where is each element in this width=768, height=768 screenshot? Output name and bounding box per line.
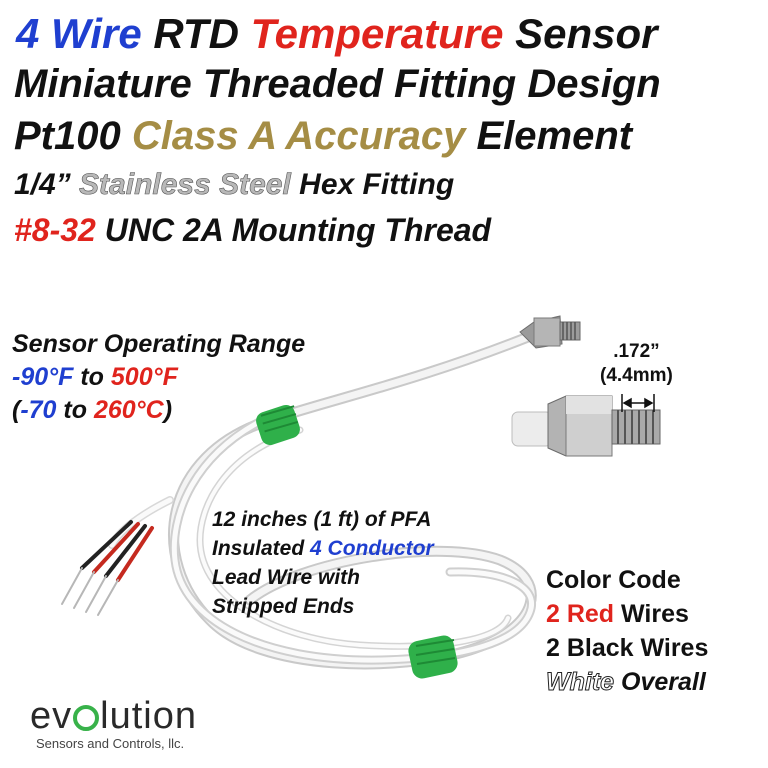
range-c-low: -70 xyxy=(20,396,57,424)
logo-text-pre: ev xyxy=(30,695,73,737)
color-code-red-count: 2 Red xyxy=(546,600,615,628)
logo-o-ring-icon xyxy=(73,705,100,731)
thread-dimension-label: .172” (4.4mm) xyxy=(600,340,673,388)
title-line-3: Pt100 Class A Accuracy Element xyxy=(14,114,632,159)
lead-line-4: Stripped Ends xyxy=(212,595,355,618)
title-class-a-accuracy: Class A Accuracy xyxy=(131,114,466,158)
hex-fitting-small xyxy=(519,315,581,349)
title-rtd: RTD xyxy=(141,10,251,57)
title-line-4: 1/4” Stainless Steel Hex Fitting xyxy=(14,168,454,202)
title-four-wire: 4 Wire xyxy=(16,10,142,57)
green-shrink-band-upper xyxy=(256,404,300,446)
title-line-1: 4 Wire RTD Temperature Sensor xyxy=(16,10,658,58)
lead-line-2: Insulated 4 Conductor xyxy=(212,534,434,563)
logo-wordmark: ev lution xyxy=(30,696,197,736)
hex-fitting-detail xyxy=(511,395,661,457)
title-thread-size: #8-32 xyxy=(14,212,96,248)
range-c-high: 260°C xyxy=(93,396,164,424)
color-code-overall: Overall xyxy=(614,668,706,696)
dimension-inches: .172” xyxy=(613,341,660,362)
title-pt100: Pt100 xyxy=(14,114,132,158)
dimension-arrows xyxy=(621,394,655,412)
lead-line-3: Lead Wire with xyxy=(212,566,360,589)
operating-range: Sensor Operating Range -90°F to 500°F (-… xyxy=(12,328,305,427)
title-quarter-inch: 1/4” xyxy=(14,168,80,201)
color-code-red: 2 Red Wires xyxy=(546,597,708,631)
green-shrink-band-lower xyxy=(408,635,458,679)
lead-wire-coil xyxy=(108,331,537,670)
range-f-low: -90°F xyxy=(12,363,74,391)
color-code-white: White Overall xyxy=(545,665,708,699)
color-code: Color Code 2 Red Wires 2 Black Wires Whi… xyxy=(545,563,709,699)
range-f-to: to xyxy=(73,363,111,391)
lead-wire-description: 12 inches (1 ft) of PFA Insulated 4 Cond… xyxy=(212,505,434,621)
title-temperature: Temperature xyxy=(250,10,504,57)
range-c-close: ) xyxy=(163,396,173,424)
title-line-2: Miniature Threaded Fitting Design xyxy=(14,62,661,106)
lead-insulated: Insulated xyxy=(212,537,311,560)
evolution-logo: ev lution Sensors and Controls, llc. xyxy=(30,696,197,751)
stripped-wire-ends xyxy=(61,520,154,616)
lead-line-1: 12 inches (1 ft) of PFA xyxy=(212,508,432,531)
range-c-open: ( xyxy=(12,396,21,424)
title-line-5: #8-32 UNC 2A Mounting Thread xyxy=(14,212,491,249)
title-mounting-thread: UNC 2A Mounting Thread xyxy=(95,212,492,248)
color-code-title: Color Code xyxy=(546,566,681,594)
title-element: Element xyxy=(465,114,633,158)
title-sensor: Sensor xyxy=(503,10,658,57)
range-c-to: to xyxy=(56,396,94,424)
logo-subtitle: Sensors and Controls, llc. xyxy=(36,736,185,751)
logo-text-post: lution xyxy=(100,695,197,737)
range-f-high: 500°F xyxy=(110,363,178,391)
range-celsius: (-70 to 260°C) xyxy=(12,394,305,427)
lead-four-conductor: 4 Conductor xyxy=(310,537,434,560)
color-code-white-word: White xyxy=(545,668,615,697)
color-code-red-wires: Wires xyxy=(614,600,689,628)
color-code-black: 2 Black Wires xyxy=(546,634,709,662)
title-stainless-steel: Stainless Steel xyxy=(79,168,291,202)
dimension-mm: (4.4mm) xyxy=(600,365,673,386)
range-fahrenheit: -90°F to 500°F xyxy=(12,361,305,394)
range-title: Sensor Operating Range xyxy=(12,330,306,358)
title-hex-fitting: Hex Fitting xyxy=(290,168,455,201)
